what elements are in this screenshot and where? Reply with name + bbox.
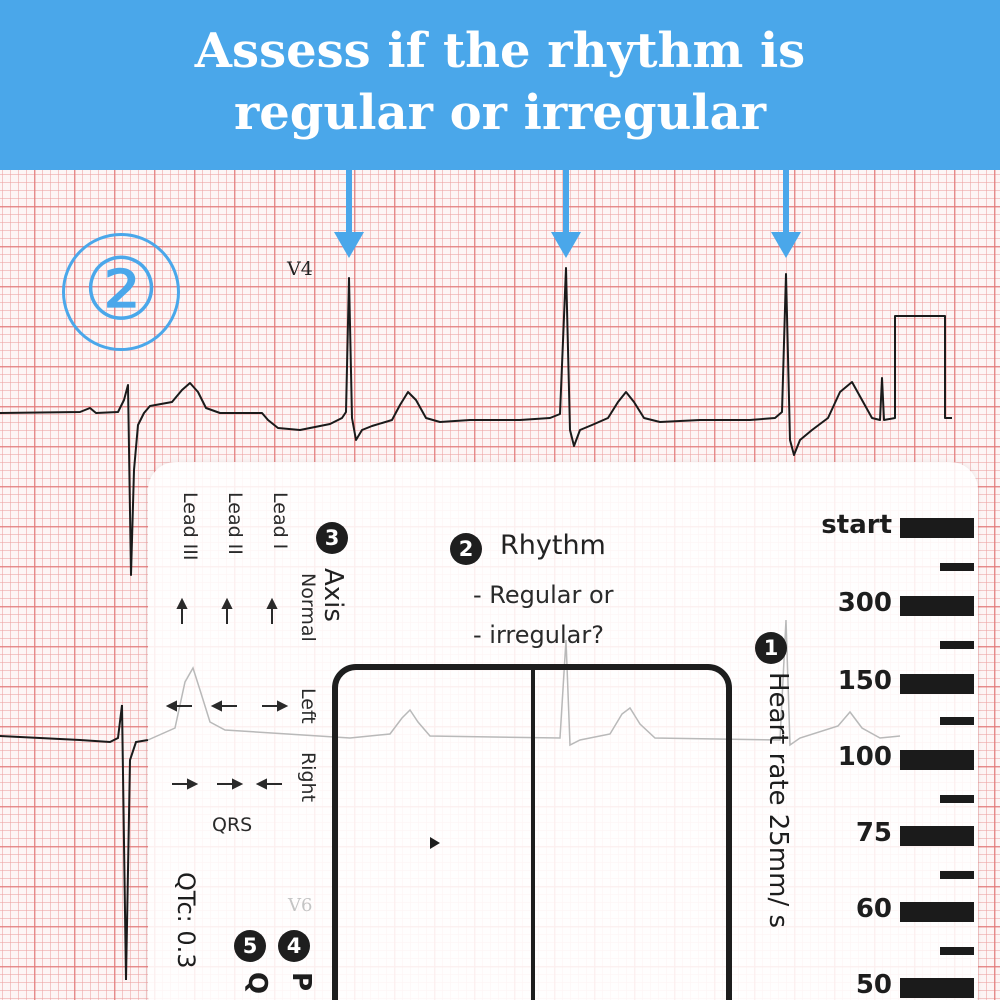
down-arrow-icon: [334, 170, 364, 258]
heart-rate-title: Heart rate 25mm/ s: [763, 672, 793, 929]
qt-step-badge: 5: [234, 930, 266, 962]
ecg-ruler-card: [148, 462, 978, 1000]
rhythm-title: Rhythm: [500, 530, 606, 561]
heart-rate-scale-label: 75: [855, 818, 892, 848]
arrow-right-icon: [172, 778, 199, 790]
rhythm-step-badge: 2: [450, 533, 482, 565]
axis-step-badge: 3: [316, 522, 348, 554]
arrow-left-icon: [210, 700, 237, 712]
arrow-left-icon: [165, 700, 192, 712]
heart-rate-scale-label: 100: [837, 742, 892, 772]
arrow-up-icon: [266, 597, 278, 624]
arrow-up-icon: [176, 597, 188, 624]
qt-title: Q: [242, 972, 272, 995]
lead-label-v6: V6: [288, 895, 313, 916]
banner-line-2: regular or irregular: [233, 85, 767, 141]
rhythm-line-1: - Regular or: [473, 581, 614, 609]
heart-rate-scale-label: 300: [837, 588, 892, 618]
down-arrow-icon: [771, 170, 801, 258]
heart-rate-step-badge: 1: [755, 632, 787, 664]
arrow-right-icon: [262, 700, 289, 712]
measurement-window: [332, 664, 732, 1000]
p-wave-step-badge: 4: [278, 930, 310, 962]
ecg-trace-lower: [0, 704, 149, 981]
arrow-right-icon: [217, 778, 244, 790]
rhythm-line-2: - irregular?: [473, 621, 604, 649]
down-arrow-icon: [551, 170, 581, 258]
lead-label-v4: V4: [287, 258, 313, 280]
measurement-center-line: [531, 669, 535, 1000]
arrow-up-icon: [221, 597, 233, 624]
heart-rate-scale-label: 50: [855, 970, 892, 1000]
heart-rate-scale-label: 60: [855, 894, 892, 924]
heart-rate-scale-label: start: [821, 510, 892, 540]
title-banner: Assess if the rhythm is regular or irreg…: [0, 0, 1000, 170]
ecg-trace-v4: [0, 267, 952, 576]
heart-rate-scale-label: 150: [837, 666, 892, 696]
pointer-icon: [430, 837, 440, 849]
banner-line-1: Assess if the rhythm is: [194, 23, 806, 79]
qtc-label: QTc: 0.3: [172, 872, 200, 969]
p-wave-title: P: [286, 972, 316, 992]
arrow-left-icon: [255, 778, 282, 790]
step-number-badge: ②: [62, 233, 180, 351]
axis-qrs-label: QRS: [212, 814, 253, 836]
